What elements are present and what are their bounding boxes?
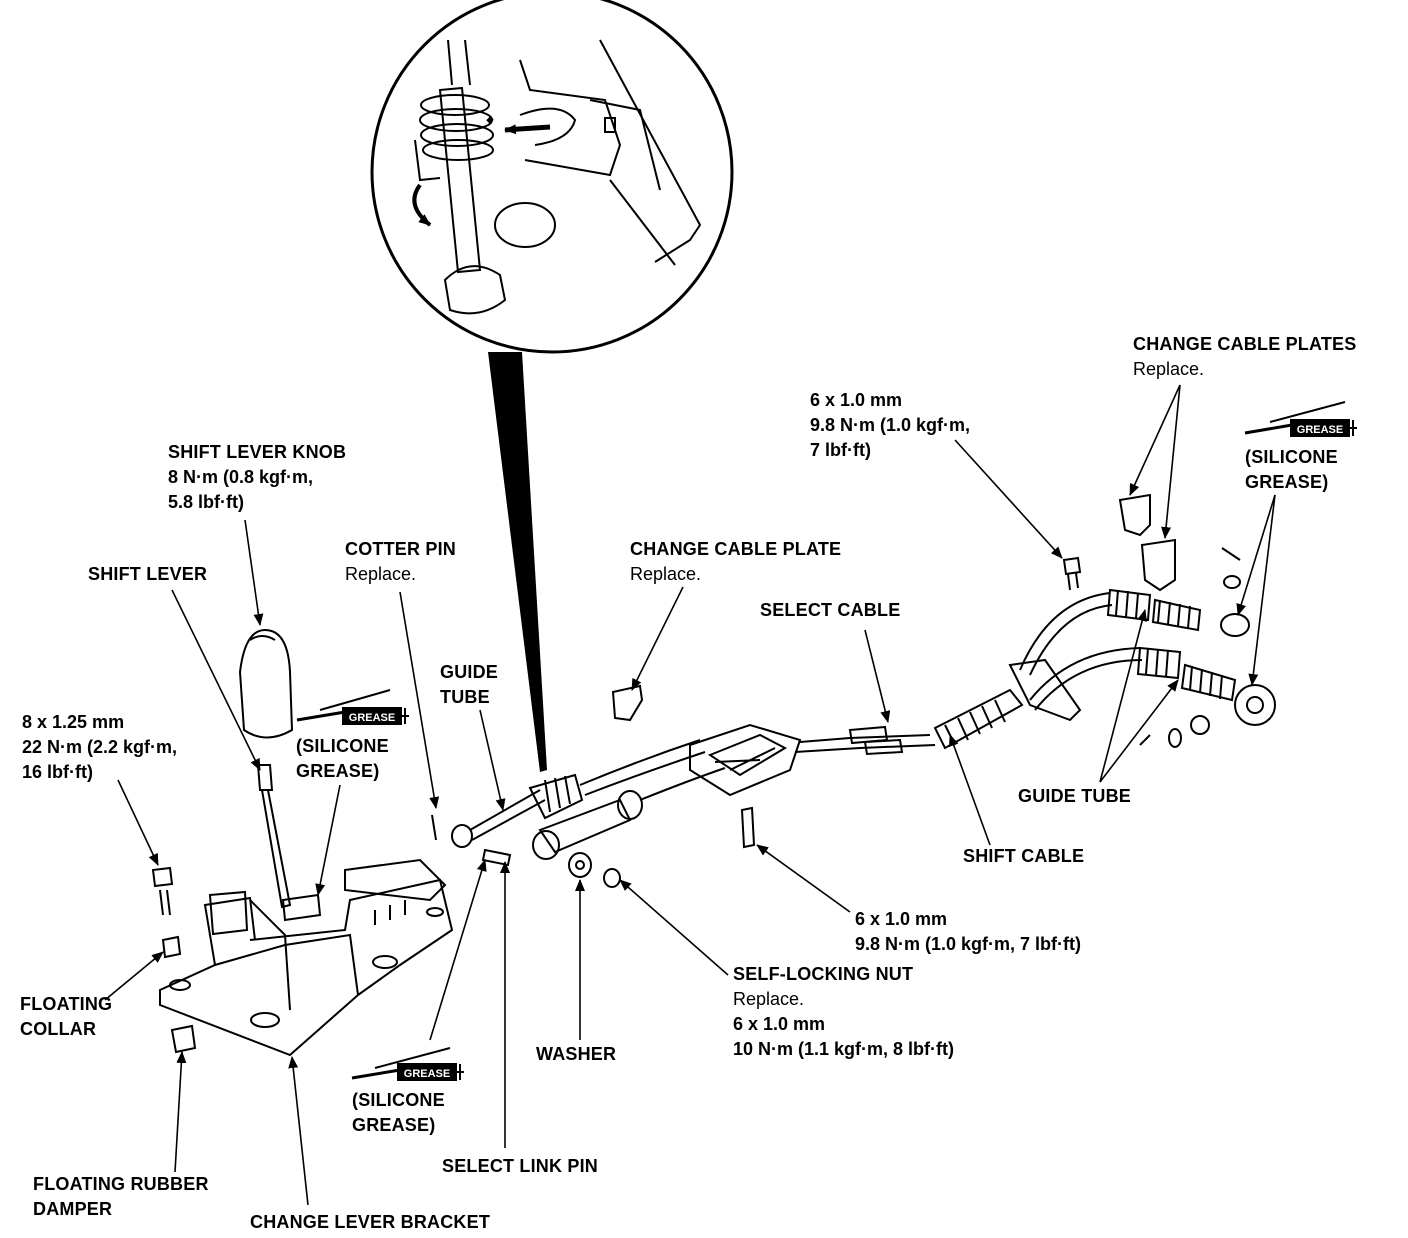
label-change-cable-plate: CHANGE CABLE PLATE Replace. bbox=[630, 537, 841, 587]
leader-arrows bbox=[104, 384, 1276, 1206]
arrow-guide-tube-left bbox=[479, 709, 506, 811]
arrow-floating-collar bbox=[104, 951, 164, 1001]
arrow-change-lever-bracket bbox=[288, 1056, 309, 1206]
arrow-guide-tube-right-2 bbox=[1099, 679, 1179, 783]
grease-icon-1: GREASE bbox=[296, 689, 409, 725]
grease-right-line1: (SILICONE bbox=[1245, 447, 1338, 467]
label-bolt-middle: 6 x 1.0 mm 9.8 N·m (1.0 kgf·m, 7 lbf·ft) bbox=[855, 907, 1081, 957]
shift-cable-name: SHIFT CABLE bbox=[963, 846, 1085, 866]
label-select-cable: SELECT CABLE bbox=[760, 598, 900, 623]
bolt-top-spec1: 9.8 N·m (1.0 kgf·m, bbox=[810, 415, 971, 435]
grease-icon-3: GREASE bbox=[351, 1047, 464, 1081]
arrow-shift-lever bbox=[171, 589, 261, 771]
self-locking-nut-name: SELF-LOCKING NUT bbox=[733, 964, 914, 984]
grease-right-line2: GREASE) bbox=[1245, 472, 1329, 492]
arrow-select-cable bbox=[864, 629, 891, 723]
label-floating-collar: FLOATING COLLAR bbox=[20, 992, 112, 1042]
arrow-change-cable-plate bbox=[631, 586, 684, 691]
select-cable-name: SELECT CABLE bbox=[760, 600, 901, 620]
cotter-pin-name: COTTER PIN bbox=[345, 539, 457, 559]
label-select-link-pin: SELECT LINK PIN bbox=[442, 1154, 598, 1179]
change-lever-bracket-name: CHANGE LEVER BRACKET bbox=[250, 1212, 491, 1232]
label-bolt-top: 6 x 1.0 mm 9.8 N·m (1.0 kgf·m, 7 lbf·ft) bbox=[810, 388, 970, 463]
shift-lever-knob-name: SHIFT LEVER KNOB bbox=[168, 442, 347, 462]
shift-lever-name: SHIFT LEVER bbox=[88, 564, 208, 584]
change-cable-plate-note: Replace. bbox=[630, 564, 702, 584]
label-bolt-left: 8 x 1.25 mm 22 N·m (2.2 kgf·m, 16 lbf·ft… bbox=[22, 710, 177, 785]
grease-lower-line2: GREASE) bbox=[352, 1115, 436, 1135]
grease-upper-left-line1: (SILICONE bbox=[296, 736, 389, 756]
label-shift-lever-knob: SHIFT LEVER KNOB 8 N·m (0.8 kgf·m, 5.8 l… bbox=[168, 440, 346, 515]
label-washer: WASHER bbox=[536, 1042, 616, 1067]
self-locking-nut-size: 6 x 1.0 mm bbox=[733, 1014, 826, 1034]
change-lever-bracket-drawing bbox=[151, 628, 454, 1057]
arrow-grease-upper-left bbox=[315, 784, 341, 896]
bolt-middle-size: 6 x 1.0 mm bbox=[855, 909, 948, 929]
label-silicone-grease-lower: (SILICONE GREASE) bbox=[352, 1088, 445, 1138]
bolt-top-size: 6 x 1.0 mm bbox=[810, 390, 903, 410]
label-guide-tube-right: GUIDE TUBE bbox=[1018, 784, 1131, 809]
detail-inset bbox=[370, 0, 734, 354]
label-cotter-pin: COTTER PIN Replace. bbox=[345, 537, 456, 587]
label-change-lever-bracket: CHANGE LEVER BRACKET bbox=[250, 1210, 490, 1235]
arrow-self-locking-nut bbox=[619, 879, 729, 976]
arrow-grease-right-2 bbox=[1248, 494, 1276, 686]
bolt-left-spec2: 16 lbf·ft) bbox=[22, 762, 93, 782]
shift-lever-knob-spec1: 8 N·m (0.8 kgf·m, bbox=[168, 467, 314, 487]
label-silicone-grease-right: (SILICONE GREASE) bbox=[1245, 445, 1338, 495]
bolt-middle-spec: 9.8 N·m (1.0 kgf·m, 7 lbf·ft) bbox=[855, 934, 1082, 954]
arrow-grease-lower bbox=[429, 859, 487, 1041]
arrow-grease-right-1 bbox=[1236, 494, 1276, 616]
floating-rubber-damper-line1: FLOATING RUBBER bbox=[33, 1174, 209, 1194]
shift-lever-knob-spec2: 5.8 lbf·ft) bbox=[168, 492, 244, 512]
cotter-pin-note: Replace. bbox=[345, 564, 417, 584]
arrow-floating-rubber-damper bbox=[174, 1051, 187, 1173]
bolt-left-size: 8 x 1.25 mm bbox=[22, 712, 125, 732]
arrow-guide-tube-right-1 bbox=[1099, 609, 1148, 783]
arrow-bolt-top bbox=[954, 439, 1063, 559]
bolt-left-spec1: 22 N·m (2.2 kgf·m, bbox=[22, 737, 178, 757]
grease-upper-left-line2: GREASE) bbox=[296, 761, 380, 781]
guide-tube-left-line1: GUIDE bbox=[440, 662, 499, 682]
self-locking-nut-note: Replace. bbox=[733, 989, 805, 1009]
arrow-shift-cable bbox=[949, 734, 991, 846]
floating-collar-line2: COLLAR bbox=[20, 1019, 97, 1039]
arrow-bolt-middle bbox=[756, 844, 851, 913]
washer-name: WASHER bbox=[536, 1044, 617, 1064]
floating-collar-line1: FLOATING bbox=[20, 994, 113, 1014]
change-cable-plate-name: CHANGE CABLE PLATE bbox=[630, 539, 842, 559]
grease-lower-line1: (SILICONE bbox=[352, 1090, 445, 1110]
cable-assembly-drawing bbox=[431, 493, 1276, 888]
arrow-shift-lever-knob bbox=[244, 519, 264, 626]
guide-tube-right-name: GUIDE TUBE bbox=[1018, 786, 1132, 806]
svg-text:GREASE: GREASE bbox=[404, 1068, 450, 1080]
label-floating-rubber-damper: FLOATING RUBBER DAMPER bbox=[33, 1172, 209, 1222]
label-guide-tube-left: GUIDE TUBE bbox=[440, 660, 498, 710]
arrow-change-cable-plates-2 bbox=[1161, 384, 1181, 539]
bolt-top-spec2: 7 lbf·ft) bbox=[810, 440, 871, 460]
label-silicone-grease-upper-left: (SILICONE GREASE) bbox=[296, 734, 389, 784]
grease-tube-icons: GREASE GREASE GREASE bbox=[296, 401, 1357, 1081]
self-locking-nut-spec: 10 N·m (1.1 kgf·m, 8 lbf·ft) bbox=[733, 1039, 955, 1059]
svg-text:GREASE: GREASE bbox=[1297, 424, 1343, 436]
arrow-cotter-pin bbox=[399, 591, 440, 809]
inset-leader bbox=[488, 352, 547, 772]
floating-rubber-damper-line2: DAMPER bbox=[33, 1199, 113, 1219]
grease-icon-text: GREASE bbox=[349, 712, 395, 724]
grease-icon-2: GREASE bbox=[1244, 401, 1357, 437]
change-cable-plates-note: Replace. bbox=[1133, 359, 1205, 379]
label-self-locking-nut: SELF-LOCKING NUT Replace. 6 x 1.0 mm 10 … bbox=[733, 962, 954, 1062]
label-change-cable-plates: CHANGE CABLE PLATES Replace. bbox=[1133, 332, 1356, 382]
guide-tube-left-line2: TUBE bbox=[440, 687, 490, 707]
select-link-pin-name: SELECT LINK PIN bbox=[442, 1156, 599, 1176]
arrow-change-cable-plates-1 bbox=[1129, 384, 1181, 496]
arrow-bolt-left bbox=[117, 779, 159, 866]
label-shift-cable: SHIFT CABLE bbox=[963, 844, 1084, 869]
label-shift-lever: SHIFT LEVER bbox=[88, 562, 207, 587]
change-cable-plates-name: CHANGE CABLE PLATES bbox=[1133, 334, 1357, 354]
